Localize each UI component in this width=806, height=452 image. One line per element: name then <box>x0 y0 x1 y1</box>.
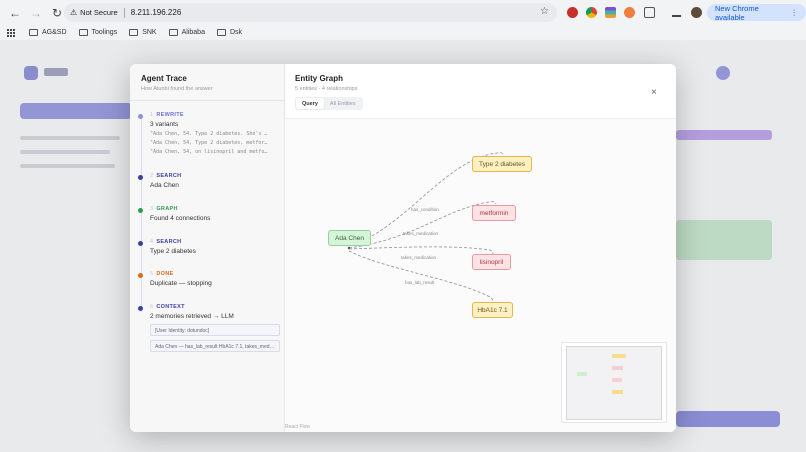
step-detail: Type 2 diabetes <box>150 248 196 255</box>
bookmark-folder[interactable]: Toolings <box>78 29 117 36</box>
reload-icon[interactable]: ↻ <box>51 5 63 20</box>
bookmark-folder[interactable]: SNK <box>129 29 157 36</box>
edge-label: has_lab_result <box>405 280 435 285</box>
node-metformin[interactable]: metformin <box>472 205 516 221</box>
bookmark-folder[interactable]: Dsk <box>216 29 242 36</box>
more-menu-icon: ⋮ <box>790 8 799 17</box>
graph-header: Entity Graph 5 entities · 4 relationship… <box>285 64 676 119</box>
step-detail: 2 memories retrieved → LLM <box>150 313 234 320</box>
memory-item: [User Identity: dotundoc] <box>150 324 280 336</box>
extension-sun-icon[interactable] <box>624 7 635 18</box>
folder-icon <box>78 29 88 36</box>
node-lisinopril[interactable]: lisinopril <box>472 254 511 270</box>
step-dot <box>138 306 143 311</box>
step-detail: Duplicate — stopping <box>150 280 212 287</box>
app-placeholder-line <box>20 164 115 168</box>
edge-label: has_condition <box>411 207 439 212</box>
node-type-2-diabetes[interactable]: Type 2 diabetes <box>472 156 532 172</box>
folder-icon <box>216 29 226 36</box>
url-text[interactable]: 8.211.196.226 <box>130 8 182 17</box>
back-icon[interactable]: ← <box>9 5 21 20</box>
warning-icon: ⚠ <box>70 8 78 17</box>
rewrite-variant: "Ada Chen, 54, Type 2 diabetes, metfor… <box>150 140 268 146</box>
address-bar[interactable]: ⚠ Not Secure 8.211.196.226 ☆ <box>64 3 557 22</box>
app-purple-bar <box>676 130 772 140</box>
app-placeholder-line <box>20 150 110 154</box>
minimap-node <box>612 390 623 394</box>
app-send-button <box>676 411 780 427</box>
step-dot <box>138 241 143 246</box>
folder-icon <box>29 29 38 36</box>
step-detail: 3 variants <box>150 121 179 128</box>
rewrite-variant: "Ada Chen, 54. Type 2 diabetes. She's … <box>150 131 268 137</box>
edge-has-condition <box>348 152 505 247</box>
app-logo-text <box>44 68 68 76</box>
edge-takes-medication-lisinopril <box>348 246 494 255</box>
app-placeholder-line <box>20 136 120 140</box>
bookmarks-bar: AG&SD Toolings SNK Alibaba Dsk <box>0 25 806 40</box>
rewrite-variant: "Ada Chen, 54, on lisinopril and metfo… <box>150 149 268 155</box>
timeline-line <box>141 114 142 312</box>
folder-icon <box>129 29 139 36</box>
app-primary-button <box>20 103 132 119</box>
divider <box>130 100 285 101</box>
chrome-update-button[interactable]: New Chrome available ⋮ <box>707 4 806 22</box>
profile-avatar-icon[interactable] <box>691 7 702 18</box>
extension-red-icon[interactable] <box>567 7 578 18</box>
extension-stripes-icon[interactable] <box>605 7 616 18</box>
step-detail: Ada Chen <box>150 182 179 189</box>
folder-icon <box>168 29 178 36</box>
tab-query[interactable]: Query <box>296 98 324 109</box>
app-green-panel <box>676 220 772 260</box>
graph-tabs: Query All Entities <box>295 97 363 110</box>
divider <box>123 7 125 18</box>
trace-title: Agent Trace <box>141 74 187 83</box>
bookmark-folder[interactable]: Alibaba <box>168 29 205 36</box>
graph-subtitle: 5 entities · 4 relationships <box>295 86 358 92</box>
node-hba1c[interactable]: HbA1c 7.1 <box>472 302 513 318</box>
download-icon[interactable] <box>672 7 681 17</box>
bookmark-star-icon[interactable]: ☆ <box>540 6 549 17</box>
minimap-node <box>612 366 623 370</box>
edge-label: takes_medication <box>403 231 439 236</box>
bookmark-folder[interactable]: AG&SD <box>29 29 67 36</box>
browser-toolbar: ← → ↻ ⚠ Not Secure 8.211.196.226 ☆ New C… <box>0 0 806 25</box>
app-avatar <box>716 66 730 80</box>
agent-trace-panel: Agent Trace How Atunbi found the answer … <box>130 64 285 432</box>
tab-all-entities[interactable]: All Entities <box>329 101 356 107</box>
trace-subtitle: How Atunbi found the answer <box>141 86 213 92</box>
minimap-node <box>612 354 626 358</box>
forward-icon[interactable]: → <box>30 5 42 20</box>
not-secure-indicator[interactable]: ⚠ Not Secure <box>70 8 118 17</box>
entity-graph-panel: Entity Graph 5 entities · 4 relationship… <box>285 64 676 432</box>
minimap-node <box>577 372 587 376</box>
graph-minimap[interactable] <box>561 342 667 423</box>
step-dot <box>138 208 143 213</box>
node-ada-chen[interactable]: Ada Chen <box>328 230 371 246</box>
memory-item: Ada Chen — has_lab_result HbA1c 7.1, tak… <box>150 340 280 352</box>
extension-chrome-icon[interactable] <box>586 7 597 18</box>
step-dot <box>138 273 143 278</box>
step-dot <box>138 114 143 119</box>
graph-title: Entity Graph <box>295 74 344 83</box>
react-flow-attribution[interactable]: React Flow <box>285 424 311 430</box>
minimap-viewport <box>566 346 662 420</box>
minimap-node <box>612 378 622 382</box>
extensions-puzzle-icon[interactable] <box>644 7 655 18</box>
apps-grid-icon[interactable] <box>7 28 15 37</box>
step-dot <box>138 175 143 180</box>
step-detail: Found 4 connections <box>150 215 211 222</box>
app-logo-icon <box>24 66 38 80</box>
close-icon[interactable]: × <box>651 87 657 98</box>
edge-label: takes_medication <box>401 255 437 260</box>
trace-modal: Agent Trace How Atunbi found the answer … <box>130 64 676 432</box>
